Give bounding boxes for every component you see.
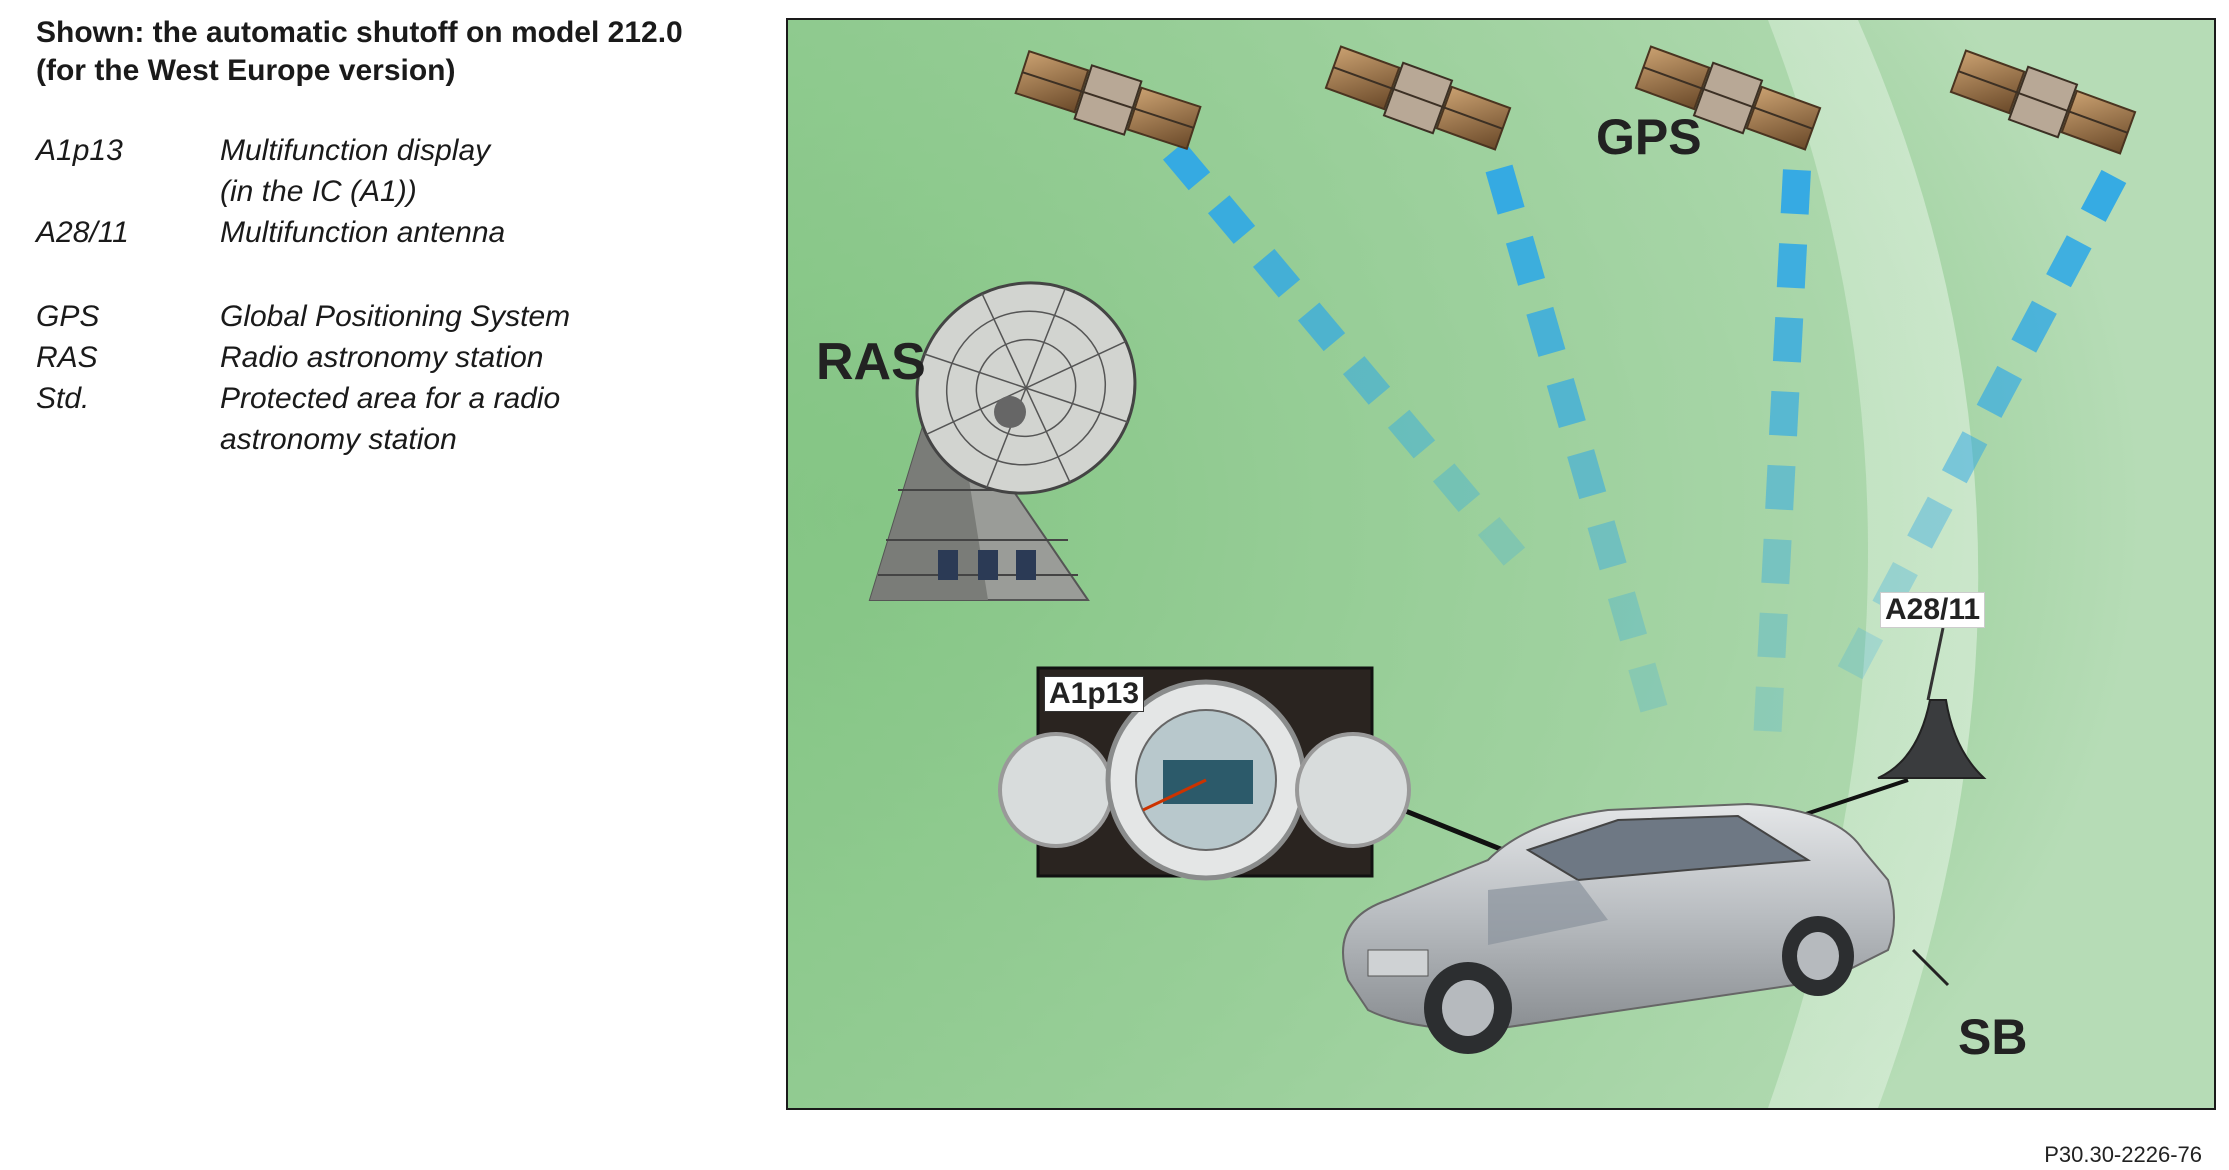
satellite-icon	[1634, 45, 1822, 151]
page-title: Shown: the automatic shutoff on model 21…	[36, 16, 683, 87]
legend-row: astronomy station	[36, 419, 756, 460]
satellite-icon	[1014, 50, 1202, 150]
legend-code: RAS	[36, 341, 98, 374]
gps-signal-beams	[1162, 141, 2127, 732]
antenna-icon	[1877, 699, 1987, 779]
gps-label: GPS	[1596, 109, 1702, 165]
display-label: A1p13	[1044, 676, 1145, 712]
legend-desc: astronomy station	[220, 423, 457, 456]
legend-desc: (in the IC (A1))	[220, 175, 417, 208]
legend-desc: Multifunction antenna	[220, 216, 506, 249]
satellite-icon	[1949, 49, 2137, 155]
signal-beam	[1837, 169, 2127, 680]
legend-code: GPS	[36, 300, 100, 333]
instrument-cluster-icon	[998, 666, 1529, 881]
legend-desc: Protected area for a radio	[220, 382, 561, 415]
antenna-label: A28/11	[1880, 592, 1986, 628]
legend-row: Std. Protected area for a radio	[36, 378, 756, 419]
legend-code: A1p13	[36, 134, 123, 167]
legend-row: A28/11 Multifunction antenna	[36, 212, 756, 253]
legend-desc: Global Positioning System	[220, 300, 571, 333]
satellite-icon	[1324, 45, 1512, 151]
signal-beam	[1162, 141, 1526, 566]
ras-label: RAS	[816, 333, 926, 391]
legend-desc: Radio astronomy station	[220, 341, 544, 374]
legend-code: A28/11	[36, 216, 129, 249]
diagram-figure: RAS GPS A28/11 A1p13 SB	[786, 18, 2216, 1110]
signal-beam	[1753, 169, 1811, 732]
car-icon	[1342, 802, 1895, 1054]
figure-reference: P30.30-2226-76	[2044, 1142, 2202, 1167]
legend-row: GPS Global Positioning System	[36, 296, 756, 337]
legend-desc: Multifunction display	[220, 134, 491, 167]
legend-code: Std.	[36, 382, 90, 415]
legend-row: (in the IC (A1))	[36, 171, 756, 212]
radio-dish-icon	[868, 281, 1137, 601]
sb-label: SB	[1958, 1009, 2028, 1065]
signal-beam	[1485, 164, 1668, 713]
legend-row: A1p13 Multifunction display	[36, 130, 756, 171]
diagram-canvas	[788, 20, 2214, 1108]
legend-row: RAS Radio astronomy station	[36, 337, 756, 378]
legend: A1p13 Multifunction display (in the IC (…	[36, 130, 756, 460]
